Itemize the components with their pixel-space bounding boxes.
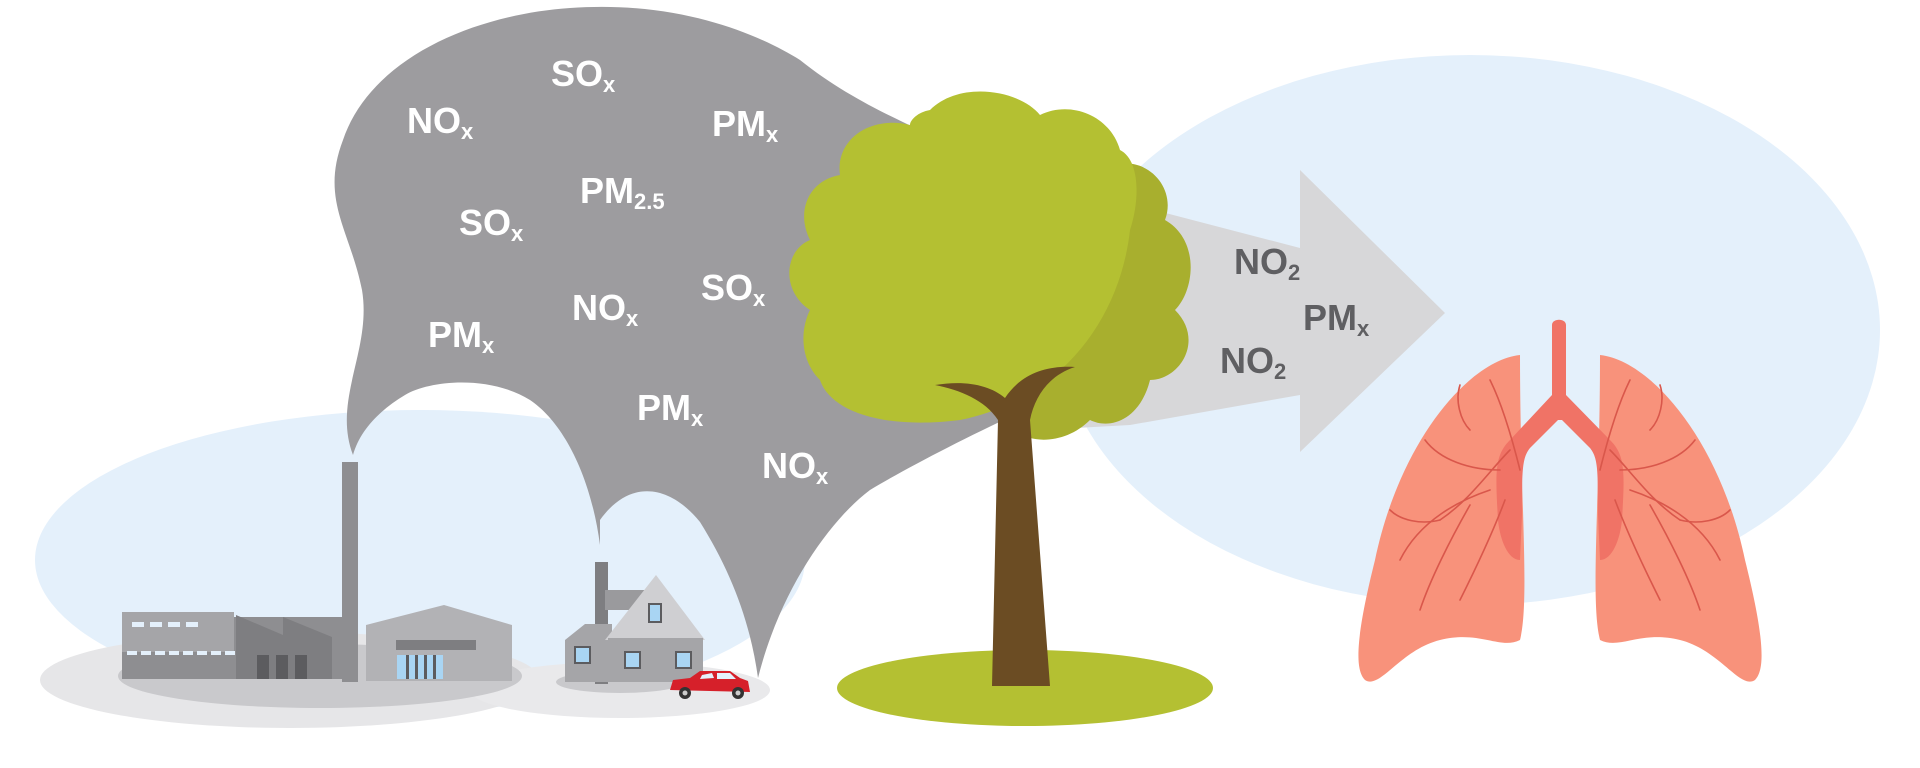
house-icon bbox=[556, 562, 705, 693]
trachea bbox=[1496, 319, 1624, 560]
arrow-label: NO2 bbox=[1234, 241, 1300, 285]
tree-ground bbox=[837, 650, 1213, 726]
lung-vessels bbox=[1389, 379, 1731, 611]
arrow-labels: NO2 PMx NO2 bbox=[1220, 241, 1370, 384]
smoke-label: PMx bbox=[712, 103, 779, 147]
arrow-label: PMx bbox=[1303, 297, 1370, 341]
smoke-label: SOx bbox=[551, 53, 616, 97]
arrow-label: NO2 bbox=[1220, 340, 1286, 384]
smoke-label: PMx bbox=[428, 314, 495, 358]
smoke-label: PM2.5 bbox=[580, 170, 665, 214]
tree-trunk bbox=[935, 366, 1075, 686]
lungs-icon bbox=[1358, 319, 1762, 682]
smoke-label: NOx bbox=[572, 287, 639, 331]
car-icon bbox=[670, 671, 750, 699]
smoke-label: PMx bbox=[637, 387, 704, 431]
smoke-label: SOx bbox=[701, 267, 766, 311]
smoke-labels: NOx SOx PMx PM2.5 SOx NOx SOx PMx PMx NO… bbox=[407, 53, 829, 489]
tree-icon bbox=[789, 91, 1213, 726]
tree-canopy bbox=[789, 91, 1137, 423]
smoke-label: NOx bbox=[762, 445, 829, 489]
factory-icon bbox=[118, 462, 522, 708]
smoke-label: SOx bbox=[459, 202, 524, 246]
smoke-label: NOx bbox=[407, 100, 474, 144]
